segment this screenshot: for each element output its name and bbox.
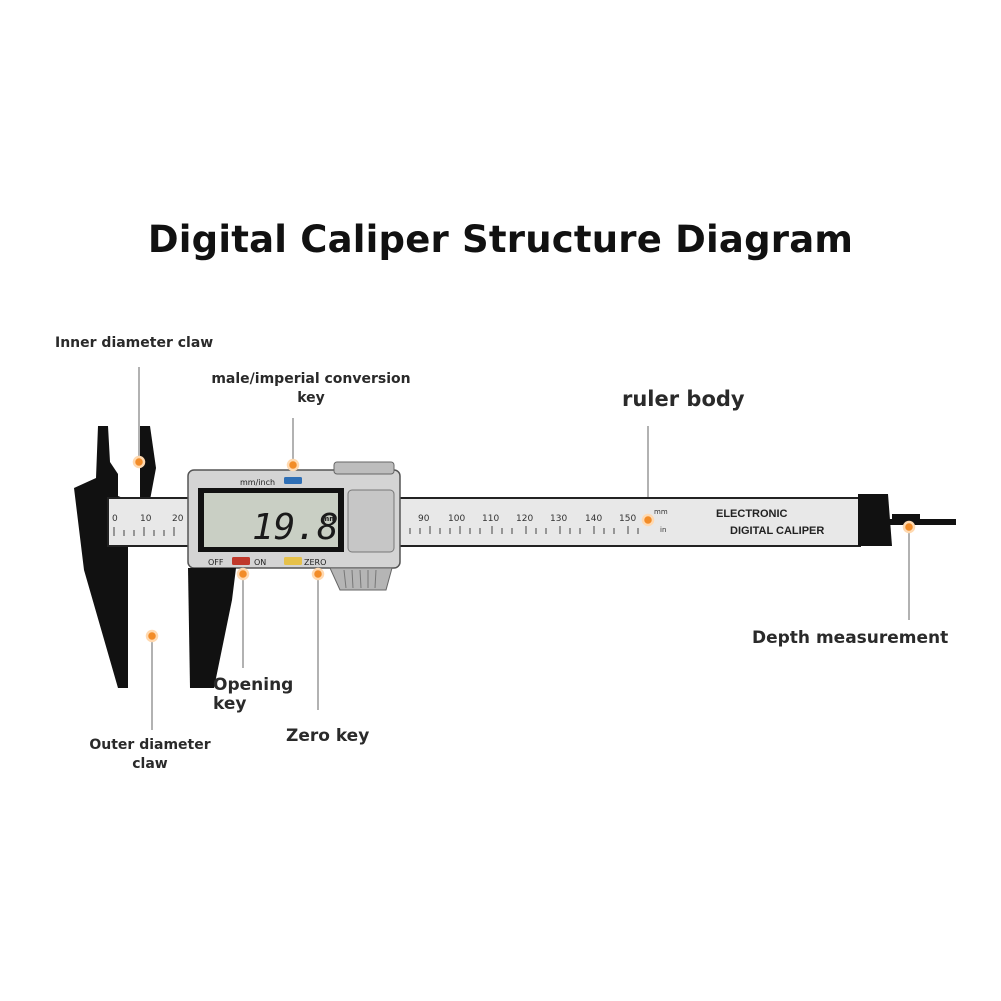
scale-ticks-right [409, 526, 639, 534]
dot-outer-claw [145, 629, 159, 643]
inner-claw-moving [140, 426, 156, 500]
scale-label-0: 0 [112, 514, 118, 524]
thumb-grip-top [333, 461, 395, 475]
label-conversion-key: male/imperial conversion key [211, 371, 411, 406]
scale-label-140: 140 [585, 514, 602, 524]
leader-lines [138, 367, 910, 730]
dot-ruler-body [641, 513, 655, 527]
opening-key-button[interactable] [232, 557, 250, 565]
scale-label-10: 10 [140, 514, 152, 524]
brand-line-1: ELECTRONIC [716, 508, 788, 520]
label-opening-key: Opening key [213, 675, 294, 714]
label-zero-key: Zero key [286, 726, 370, 746]
label-inner-diameter-claw: Inner diameter claw [55, 335, 214, 351]
scale-label-20: 20 [172, 514, 184, 524]
dot-depth [902, 520, 916, 534]
scale-label-100: 100 [448, 514, 465, 524]
scale-label-130: 130 [550, 514, 567, 524]
dot-inner-claw [132, 455, 146, 469]
dot-conversion-key [286, 458, 300, 472]
moving-outer-jaw [188, 568, 236, 688]
fixed-jaw [74, 426, 128, 688]
lock-panel [347, 489, 395, 553]
depth-rod [888, 519, 956, 525]
mode-key-label: mm/inch [240, 478, 275, 487]
dot-opening-key [236, 567, 250, 581]
brand-line-2: DIGITAL CALIPER [730, 525, 824, 537]
scale-label-90: 90 [418, 514, 430, 524]
off-label: OFF [208, 558, 224, 567]
lcd-unit: mm [322, 515, 337, 523]
scale-unit-in: in [660, 526, 666, 534]
zero-key-button[interactable] [284, 557, 302, 565]
dot-zero-key [311, 567, 325, 581]
conversion-key-button[interactable] [284, 477, 302, 484]
page-title: Digital Caliper Structure Diagram [147, 218, 854, 261]
callout-dots [132, 455, 916, 643]
label-outer-diameter-claw: Outer diameter claw [89, 737, 211, 772]
scale-ticks-left [113, 527, 175, 536]
scale-unit-mm: mm [654, 508, 668, 516]
on-label: ON [254, 558, 266, 567]
lcd-reading: 19.8 [252, 507, 339, 548]
scale-label-150: 150 [619, 514, 636, 524]
label-depth-measurement: Depth measurement [752, 628, 949, 648]
label-ruler-body: ruler body [622, 387, 745, 411]
scale-label-110: 110 [482, 514, 499, 524]
lcd-screen [204, 493, 338, 547]
zero-label: ZERO [304, 558, 326, 567]
ruler-end-cap [858, 494, 892, 546]
scale-label-120: 120 [516, 514, 533, 524]
